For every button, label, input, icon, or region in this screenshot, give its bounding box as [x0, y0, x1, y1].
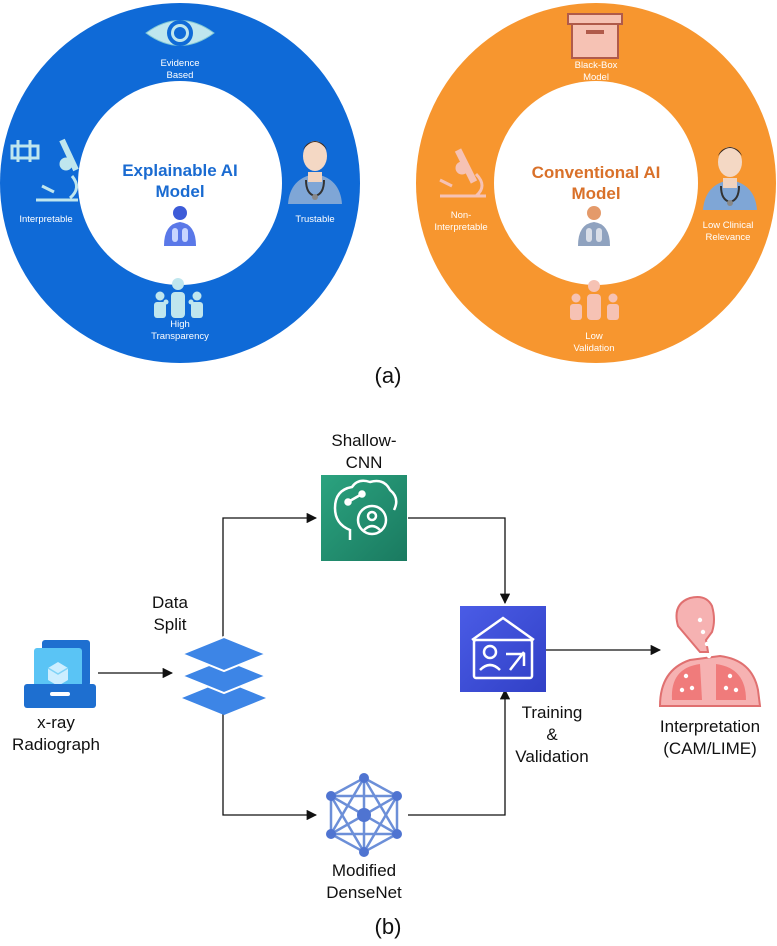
xai-title-line2: Model [155, 182, 204, 201]
blackbox-label-line2: Model [583, 72, 609, 83]
interpretable-label: Interpretable [19, 214, 72, 225]
arrow-split-to-densenet [222, 712, 318, 821]
panel-a: Explainable AI Model Evidence Based [0, 3, 776, 388]
training-label-line1: Training [522, 703, 583, 722]
brain-gear-icon [333, 479, 398, 540]
xray-label-line1: x-ray [37, 713, 75, 732]
shallow-cnn-box [321, 475, 407, 561]
training-validation-box [460, 606, 546, 692]
noninterpretable-label-line2: Interpretable [434, 222, 487, 233]
training-label-line2: & [546, 725, 558, 744]
training-monitor-icon [471, 616, 535, 680]
validation-label-line1: Low [585, 331, 603, 342]
relevance-label-line1: Low Clinical [703, 220, 754, 231]
layers-icon [179, 635, 269, 715]
densenet-label-line2: DenseNet [326, 883, 402, 902]
arrow-densenet-to-training [408, 688, 511, 816]
xray-radiograph-icon [24, 640, 96, 708]
conventional-ring-group: Conventional AI Model Black-Box Model [416, 3, 776, 363]
blackbox-label-line1: Black-Box [575, 60, 618, 71]
interpretation-label-line2: (CAM/LIME) [663, 739, 757, 758]
doctor-icon [288, 141, 342, 204]
transparency-label-line1: High [170, 319, 190, 330]
xai-patient-icon [164, 206, 196, 246]
conventional-title-line1: Conventional AI [532, 163, 661, 182]
split-label-line2: Split [153, 615, 186, 634]
arrow-split-to-shallow [222, 512, 318, 640]
people-group-icon [154, 278, 203, 318]
eye-icon [145, 20, 215, 46]
conventional-doctor-icon [703, 147, 757, 210]
arrow-shallow-to-training [408, 517, 511, 605]
noninterpretable-label-line1: Non- [451, 210, 472, 221]
conventional-people-group-icon [570, 280, 619, 320]
connector-arrows [98, 512, 662, 821]
relevance-label-line2: Relevance [706, 232, 751, 243]
black-box-icon [567, 13, 623, 59]
xray-label-line2: Radiograph [12, 735, 100, 754]
shallow-label-line1: Shallow- [331, 431, 396, 450]
lungs-interpretation-icon [658, 596, 762, 707]
conventional-title-line2: Model [571, 184, 620, 203]
shallow-label-line2: CNN [346, 453, 383, 472]
densenet-label-line1: Modified [332, 861, 396, 880]
training-label-line3: Validation [515, 747, 588, 766]
split-label-line1: Data [152, 593, 188, 612]
caption-b: (b) [375, 914, 402, 939]
densenet-network-icon [326, 773, 402, 857]
xai-ring-group: Explainable AI Model Evidence Based [0, 3, 360, 363]
trustable-label: Trustable [295, 214, 334, 225]
xai-title-line1: Explainable AI [122, 161, 238, 180]
conventional-patient-icon [578, 206, 610, 246]
panel-b: x-ray Radiograph Data Split Shallow- CNN [12, 431, 762, 939]
microscope-icon [10, 138, 79, 202]
conventional-inner-circle [494, 81, 698, 285]
evidence-label-line1: Evidence [160, 58, 199, 69]
evidence-label-line2: Based [167, 70, 194, 81]
caption-a: (a) [375, 363, 402, 388]
transparency-label-line2: Transparency [151, 331, 209, 342]
conventional-microscope-icon [439, 148, 486, 198]
xai-inner-circle [78, 81, 282, 285]
validation-label-line2: Validation [573, 343, 614, 354]
interpretation-label-line1: Interpretation [660, 717, 760, 736]
